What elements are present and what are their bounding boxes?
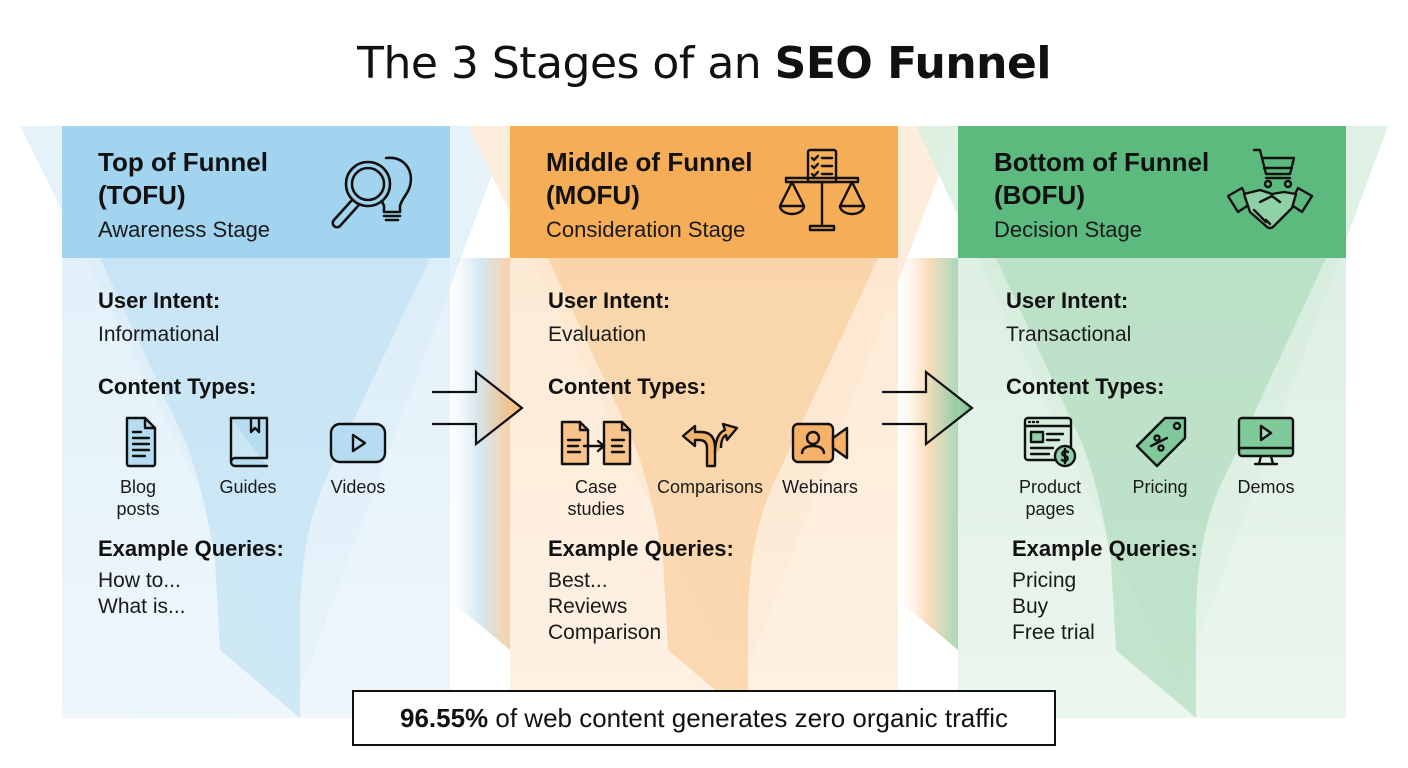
user-intent-value: Evaluation xyxy=(548,323,647,346)
example-queries-label: Example Queries: xyxy=(98,536,284,561)
content-type-blog-posts: Blog posts xyxy=(78,414,198,520)
example-query: What is... xyxy=(98,595,186,618)
content-type-label: Videos xyxy=(330,477,386,497)
stat-callout: 96.55% of web content generates zero org… xyxy=(352,690,1056,746)
arrow-right-icon xyxy=(432,369,524,447)
stage-bofu: Bottom of Funnel (BOFU) Decision Stage U… xyxy=(958,126,1348,718)
user-intent-value: Informational xyxy=(98,323,220,346)
stage-header: Middle of Funnel (MOFU) Consideration St… xyxy=(510,126,898,258)
stage-title: Top of Funnel xyxy=(98,147,268,177)
monitor-play-icon xyxy=(1237,416,1295,466)
content-type-webinars: Webinars xyxy=(760,414,880,498)
example-query: Best... xyxy=(548,569,608,592)
example-query: Buy xyxy=(1012,595,1049,618)
content-type-label: Webinars xyxy=(782,477,858,497)
content-types-label: Content Types: xyxy=(548,374,707,399)
content-type-label: Comparisons xyxy=(656,477,764,497)
content-types: Product pages Pricing Demos xyxy=(984,414,1324,524)
document-icon xyxy=(125,416,157,468)
user-intent-label: User Intent: xyxy=(1006,288,1129,313)
stage-title: Middle of Funnel xyxy=(546,147,753,177)
example-queries-label: Example Queries: xyxy=(548,536,734,561)
stage-subtitle: Awareness Stage xyxy=(98,217,271,242)
stage-tofu: Top of Funnel (TOFU) Awareness Stage Use… xyxy=(62,126,452,718)
content-type-label: Pricing xyxy=(1132,477,1188,497)
example-queries-label: Example Queries: xyxy=(1012,536,1198,561)
cart-handshake-icon xyxy=(1226,148,1314,230)
user-intent-value: Transactional xyxy=(1006,323,1132,346)
video-camera-icon xyxy=(791,422,849,464)
title-bold: SEO Funnel xyxy=(774,38,1052,89)
content-type-guides: Guides xyxy=(188,414,308,498)
user-intent-label: User Intent: xyxy=(98,288,221,313)
content-type-case-studies: Case studies xyxy=(536,414,656,520)
content-type-label: Demos xyxy=(1237,477,1295,497)
checklist-scale-icon xyxy=(778,148,866,232)
content-type-demos: Demos xyxy=(1206,414,1326,498)
example-query: How to... xyxy=(98,569,181,592)
content-types-label: Content Types: xyxy=(1006,374,1165,399)
product-page-icon xyxy=(1023,416,1077,468)
video-play-icon xyxy=(329,422,387,464)
stage-abbrev: (BOFU) xyxy=(994,180,1085,210)
example-query: Comparison xyxy=(548,621,662,644)
example-query: Reviews xyxy=(548,595,628,618)
content-type-comparisons: Comparisons xyxy=(650,414,770,498)
stat-value: 96.55% xyxy=(399,703,489,733)
stage-header: Bottom of Funnel (BOFU) Decision Stage xyxy=(958,126,1346,258)
content-type-label-2: posts xyxy=(116,499,160,519)
title-regular: The 3 Stages of an xyxy=(357,38,775,89)
price-tag-icon xyxy=(1135,416,1187,468)
content-type-pricing: Pricing xyxy=(1100,414,1220,498)
documents-compare-icon xyxy=(560,420,632,466)
stage-subtitle: Consideration Stage xyxy=(546,217,746,242)
content-types: Case studies Comparisons Webinars xyxy=(536,414,876,524)
content-type-label: Guides xyxy=(219,477,277,497)
book-icon xyxy=(229,416,269,468)
content-types: Blog posts Guides Videos xyxy=(88,414,428,524)
stage-abbrev: (TOFU) xyxy=(98,180,186,210)
content-type-videos: Videos xyxy=(298,414,418,498)
split-arrows-icon xyxy=(681,422,739,468)
user-intent-label: User Intent: xyxy=(548,288,671,313)
stage-title: Bottom of Funnel xyxy=(994,147,1210,177)
stage-header: Top of Funnel (TOFU) Awareness Stage xyxy=(62,126,450,258)
content-type-label-2: studies xyxy=(567,499,625,519)
content-type-product-pages: Product pages xyxy=(990,414,1110,520)
example-query: Pricing xyxy=(1012,569,1077,592)
content-type-label: Product xyxy=(1018,477,1082,497)
stat-text: of web content generates zero organic tr… xyxy=(488,703,1008,733)
arrow-right-icon xyxy=(882,369,974,447)
stage-subtitle: Decision Stage xyxy=(994,217,1142,242)
content-type-label: Case xyxy=(574,477,618,497)
content-type-label-2: pages xyxy=(1025,499,1075,519)
content-types-label: Content Types: xyxy=(98,374,257,399)
stage-abbrev: (MOFU) xyxy=(546,180,640,210)
page-title: The 3 Stages of an SEO Funnel xyxy=(0,38,1408,89)
stage-mofu: Middle of Funnel (MOFU) Consideration St… xyxy=(510,126,900,718)
content-type-label: Blog xyxy=(119,477,157,497)
example-query: Free trial xyxy=(1012,621,1095,644)
magnifier-lightbulb-icon xyxy=(331,156,413,229)
